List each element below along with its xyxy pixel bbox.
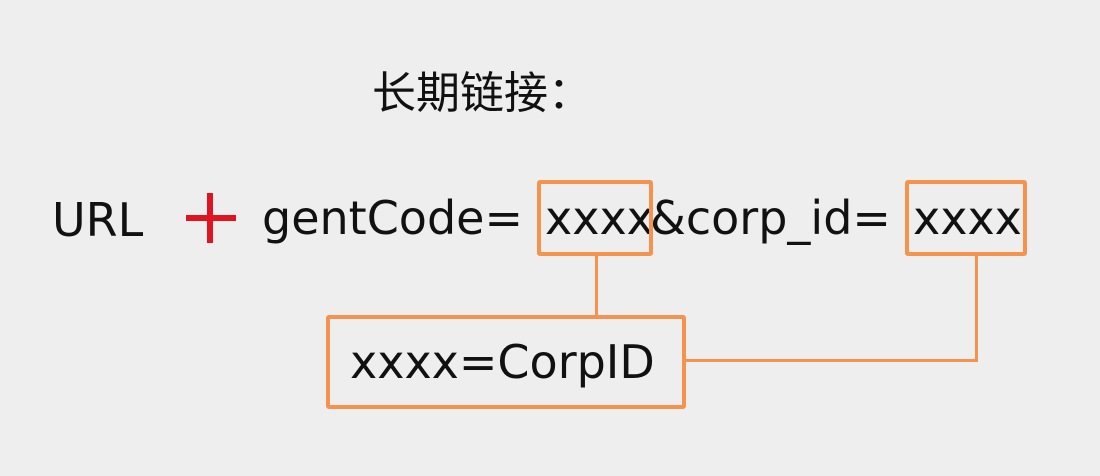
diagram-title: 长期链接： — [372, 68, 592, 119]
param-corp-id: &corp_id= — [650, 191, 891, 245]
highlight-box-value-1 — [537, 180, 653, 256]
plus-icon — [180, 188, 240, 248]
param-value-2: xxxx — [913, 191, 1022, 245]
corpid-note-text: xxxx=CorpID — [350, 335, 655, 389]
param-gentcode: gentCode= — [262, 191, 523, 245]
corpid-note-box — [326, 315, 686, 409]
highlight-box-value-2 — [905, 180, 1027, 256]
connector-line-2-horizontal — [686, 359, 978, 362]
url-label: URL — [52, 193, 144, 247]
param-value-1: xxxx — [545, 191, 654, 245]
connector-line-1 — [595, 256, 598, 315]
connector-line-2-vertical — [975, 256, 978, 362]
